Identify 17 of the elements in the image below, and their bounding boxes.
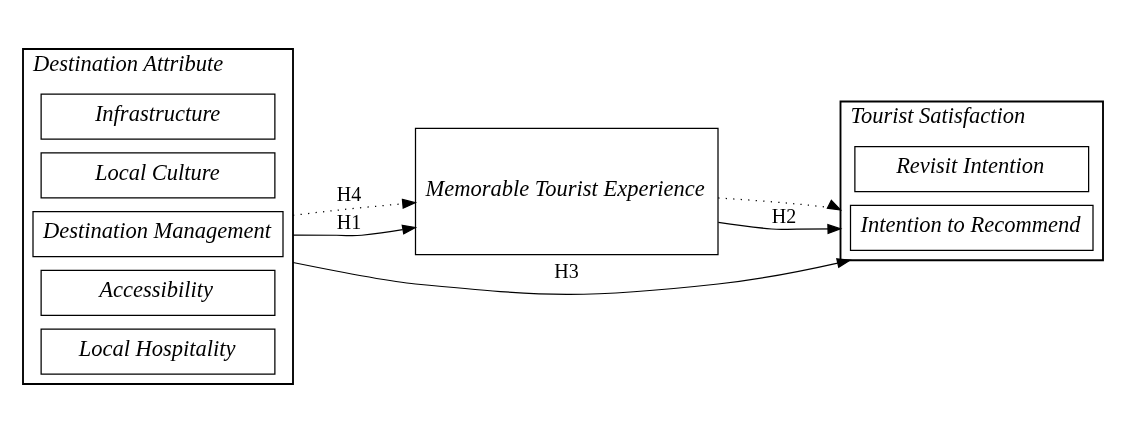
- edge-label: H2: [771, 204, 797, 226]
- node-box: Intention to Recommend: [849, 204, 1094, 251]
- node-box: Infrastructure: [40, 92, 276, 140]
- arrow: [717, 221, 843, 234]
- node-box: Accessibility: [40, 269, 276, 316]
- arrow: [717, 196, 843, 211]
- arrow: [292, 257, 852, 295]
- node-box: Memorable Tourist Experience: [414, 127, 719, 255]
- arrow: [292, 224, 418, 236]
- node-box: Revisit Intention: [854, 145, 1090, 192]
- edge-label: H1: [336, 210, 362, 233]
- edge-label: H4: [336, 182, 362, 205]
- node-box: Local Hospitality: [40, 327, 276, 375]
- node-box: Destination Management: [32, 210, 284, 257]
- arrow: [292, 198, 418, 216]
- node-box: Local Culture: [40, 151, 276, 198]
- edge-label: H3: [554, 259, 579, 281]
